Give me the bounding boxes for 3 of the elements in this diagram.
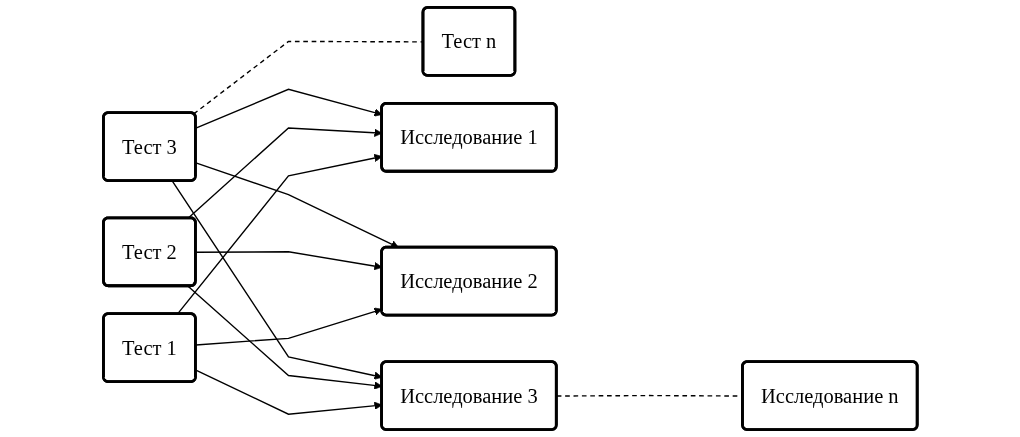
connector — [192, 40, 424, 115]
arrow — [187, 285, 383, 390]
arrow — [171, 180, 383, 380]
